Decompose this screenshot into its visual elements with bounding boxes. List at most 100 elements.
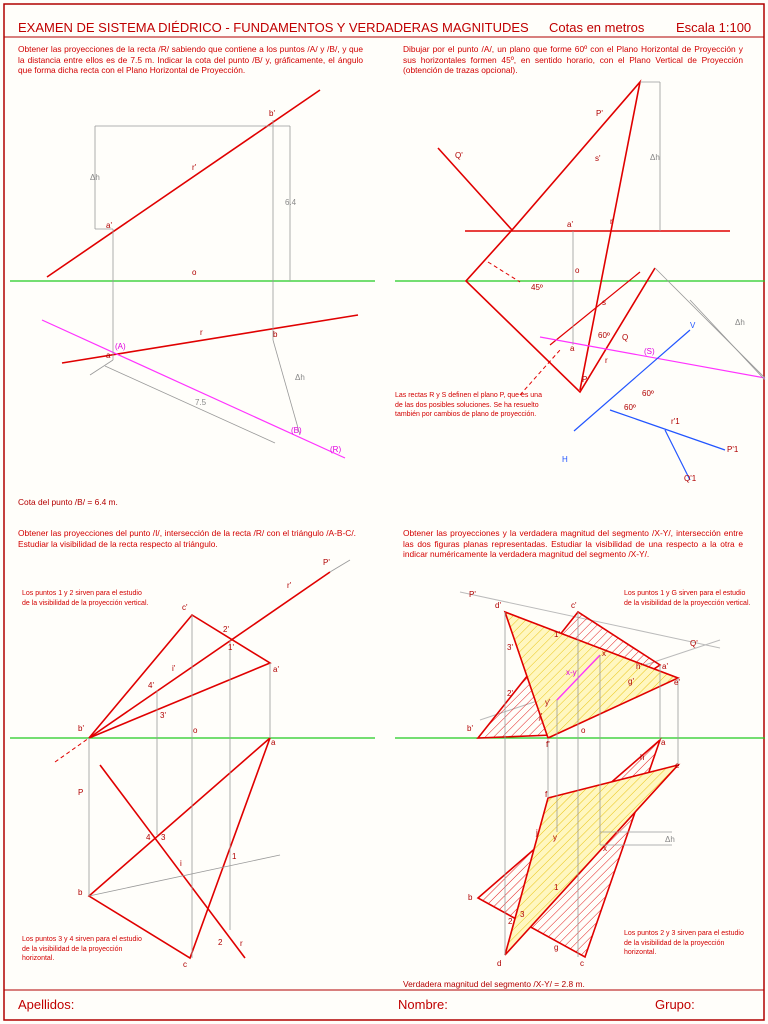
- problem-3-note-horizontal: Los puntos 3 y 4 sirven para el estudio …: [22, 936, 142, 962]
- label-origin: o: [192, 268, 197, 277]
- label-xy-true-length: x-y: [566, 668, 577, 677]
- problem-3-note-vertical: Los puntos 1 y 2 sirven para el estudio …: [22, 590, 149, 607]
- label-Q-prime-4: Q': [690, 639, 698, 648]
- label-r-3: r: [240, 939, 243, 948]
- label-b: b: [273, 330, 278, 339]
- label-b-3: b: [78, 888, 83, 897]
- problem-4-note-horizontal: Los puntos 2 y 3 sirven para el estudio …: [624, 930, 744, 956]
- label-angle-60-c: 60º: [624, 403, 636, 412]
- problem-4-answer: Verdadera magnitud del segmento /X-Y/ = …: [403, 979, 585, 989]
- label-3: 3: [161, 833, 166, 842]
- label-g: g: [554, 943, 558, 952]
- label-distance: 7.5: [195, 398, 207, 407]
- label-c-3: c: [183, 960, 187, 969]
- label-a-prime: a': [106, 221, 112, 230]
- label-angle-60-a: 60º: [598, 331, 610, 340]
- label-origin-4: o: [581, 726, 586, 735]
- plane-traces-vertical: [437, 79, 642, 391]
- label-g-prime: g': [628, 677, 634, 686]
- label-delta-h-2: Δh: [295, 373, 305, 382]
- hidden-line-2: [519, 349, 561, 396]
- label-a-prime-4: a': [662, 662, 668, 671]
- label-r-prime-2: r': [610, 217, 615, 226]
- line-r-horizontal: [99, 764, 246, 959]
- label-Q-prime-1: Q'1: [684, 474, 697, 483]
- label-P-prime: P': [596, 109, 603, 118]
- plane-traces-horizontal: [464, 229, 656, 394]
- label-x-prime: x': [602, 649, 608, 658]
- label-i: i: [180, 859, 182, 868]
- label-b-prime-4: b': [467, 724, 473, 733]
- problem-3-drawing: [10, 559, 375, 960]
- label-origin-3: o: [193, 726, 198, 735]
- line-r-vertical-projection: [46, 89, 321, 278]
- label-e: e: [675, 761, 680, 770]
- exam-title: EXAMEN DE SISTEMA DIÉDRICO - FUNDAMENTOS…: [18, 20, 529, 35]
- label-B-rebatted: (B): [291, 426, 302, 435]
- label-4-prime: 4': [148, 681, 154, 690]
- label-a-prime-3: a': [273, 665, 279, 674]
- label-i-prime: i': [172, 664, 176, 673]
- label-delta-h-3: Δh: [650, 153, 660, 162]
- label-a-2: a: [570, 344, 575, 353]
- problem-2-drawing: [395, 79, 766, 481]
- trace-Q1-line: [664, 429, 691, 481]
- hidden-line-3: [54, 737, 90, 763]
- label-s-prime: s': [595, 154, 601, 163]
- line-r-horizontal-projection: [61, 314, 359, 364]
- label-e-prime: e': [674, 678, 680, 687]
- label-1-4: 1: [554, 883, 559, 892]
- segment-xy-vertical: [556, 654, 601, 701]
- problem-1-statement: Obtener las proyecciones de la recta /R/…: [18, 44, 363, 76]
- label-r-prime-3: r': [287, 581, 292, 590]
- label-r: r: [200, 328, 203, 337]
- hidden-line-2b: [487, 261, 521, 283]
- line-r-vertical: [88, 571, 331, 739]
- label-a-prime-2: a': [567, 220, 573, 229]
- label-s: s: [602, 298, 606, 307]
- label-y-prime: y': [545, 698, 551, 707]
- label-c-4: c: [580, 959, 584, 968]
- label-h-prime: h': [636, 662, 642, 671]
- label-j-prime: j': [538, 712, 543, 721]
- figure-2-horizontal: [504, 763, 681, 956]
- label-3-4: 3: [520, 910, 525, 919]
- label-P: P: [582, 375, 587, 384]
- problem-4-statement: Obtener las proyecciones y la verdadera …: [403, 528, 743, 560]
- new-ground-line: [573, 329, 691, 432]
- label-r-prime: r': [192, 163, 197, 172]
- label-1-prime-4: 1': [554, 630, 560, 639]
- label-dimension: 6.4: [285, 198, 297, 207]
- label-r-2: r: [605, 356, 608, 365]
- problem-4-drawing: [395, 591, 765, 959]
- figure-2-vertical: [503, 610, 681, 740]
- problem-4-note-vertical: Los puntos 1 y G sirven para el estudio …: [624, 590, 751, 607]
- units-label: Cotas en metros: [549, 20, 645, 35]
- trace-P1-line: [609, 409, 726, 451]
- sheet-frame: [3, 3, 765, 1021]
- label-2-4: 2: [508, 917, 513, 926]
- surname-field-label: Apellidos:: [18, 997, 75, 1012]
- problem-2-statement: Dibujar por el punto /A/, un plano que f…: [403, 44, 743, 76]
- line-s-horizontal: [549, 271, 641, 346]
- label-delta-h-4: Δh: [735, 318, 745, 327]
- label-3-prime-4: 3': [507, 643, 513, 652]
- label-1: 1: [232, 852, 237, 861]
- problem-2-note: Las rectas R y S definen el plano P, que…: [395, 392, 542, 418]
- label-a-3: a: [271, 738, 276, 747]
- label-d: d: [497, 959, 501, 968]
- label-P-prime-3: P': [323, 558, 330, 567]
- label-4: 4: [146, 833, 151, 842]
- problem-1-answer: Cota del punto /B/ = 6.4 m.: [18, 497, 118, 507]
- triangle-vertical: [88, 613, 272, 739]
- scale-label: Escala 1:100: [676, 20, 752, 35]
- label-Q: Q: [622, 333, 628, 342]
- triangle-horizontal: [87, 737, 271, 960]
- label-R-rebatted: (R): [330, 445, 341, 454]
- label-Q-prime: Q': [455, 151, 463, 160]
- label-h: h: [640, 753, 644, 762]
- label-a: a: [106, 351, 111, 360]
- label-P-prime-4: P': [469, 590, 476, 599]
- label-f: f: [545, 790, 548, 799]
